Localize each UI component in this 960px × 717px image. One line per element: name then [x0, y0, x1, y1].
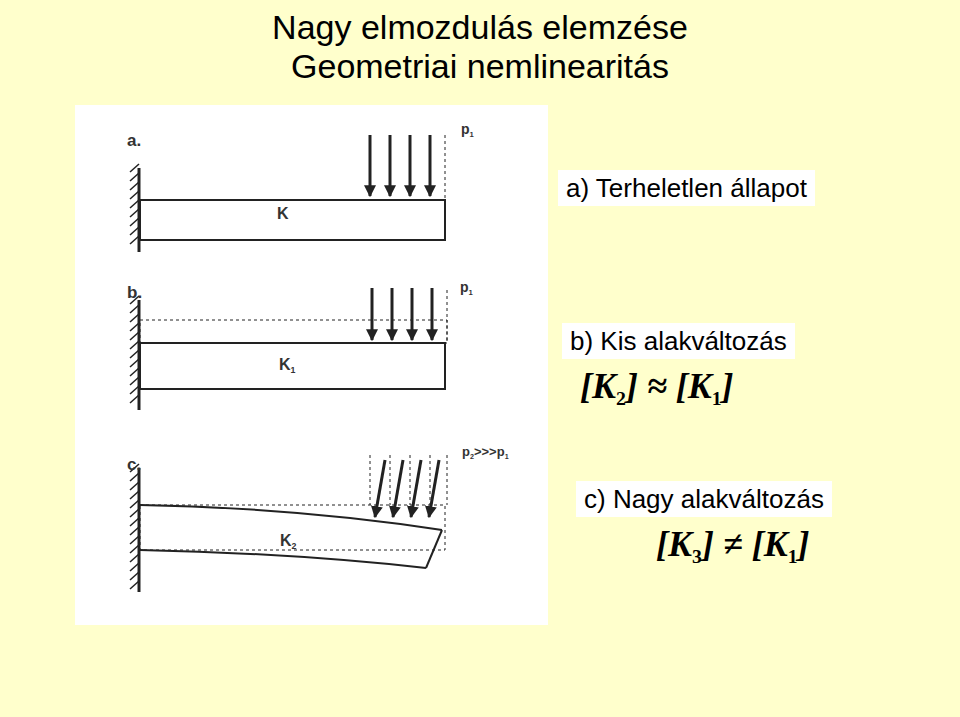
caption-box: a) Terheletlen állapot: [558, 170, 815, 206]
wall-hatch: [130, 359, 139, 367]
wall-hatch: [130, 164, 139, 172]
original-load: [390, 455, 391, 505]
original-load: [370, 455, 371, 505]
wall-hatch: [130, 227, 139, 235]
wall-hatch: [130, 173, 139, 181]
load-arrow: [375, 460, 385, 517]
load-arrow: [409, 135, 412, 196]
wall-hatch: [130, 500, 139, 508]
wall-hatch: [130, 368, 139, 376]
figure-label: p1: [461, 121, 474, 139]
original-load: [410, 455, 411, 505]
wall-hatch: [130, 314, 139, 322]
deformed-beam: [140, 550, 426, 568]
wall-hatch: [130, 209, 139, 217]
figure-label: K2: [280, 532, 296, 551]
wall-hatch: [130, 182, 139, 190]
wall-hatch: [130, 395, 139, 403]
load-arrow: [411, 288, 414, 340]
figure-label: p2>>>p1: [462, 444, 509, 461]
wall-hatch: [130, 323, 139, 331]
wall-hatch: [130, 509, 139, 517]
figure-label: c.: [127, 455, 141, 475]
original-load: [447, 455, 448, 505]
deformed-beam: [140, 505, 442, 530]
load-arrow: [393, 460, 403, 517]
caption-box: c) Nagy alakváltozás [K3] ≠ [K1]: [576, 481, 832, 579]
figure-label: K: [277, 205, 289, 223]
caption-text: a) Terheletlen állapot: [558, 170, 815, 206]
dashed-outline: [140, 320, 447, 343]
caption-box: b) Kis alakváltozás [K2] ≈ [K1]: [562, 323, 795, 421]
wall-hatch: [130, 572, 139, 580]
caption-text: b) Kis alakváltozás: [562, 323, 795, 359]
wall-hatch: [130, 341, 139, 349]
load-arrow: [391, 288, 394, 340]
guide-line: [445, 135, 446, 200]
figure-label: b.: [127, 283, 142, 303]
original-load: [430, 455, 431, 505]
load-arrow: [371, 288, 374, 340]
wall-hatch: [130, 518, 139, 526]
wall-hatch: [130, 191, 139, 199]
load-arrow: [431, 288, 434, 340]
image-panel: [75, 105, 548, 625]
figure-label: p1: [460, 279, 473, 297]
wall-hatch: [130, 581, 139, 589]
matrix-formula: [K2] ≈ [K1]: [562, 363, 795, 421]
wall-hatch: [130, 491, 139, 499]
wall-hatch: [130, 386, 139, 394]
wall-hatch: [130, 332, 139, 340]
wall-hatch: [130, 218, 139, 226]
slide-title: Nagy elmozdulás elemzése Geometriai neml…: [240, 8, 720, 86]
load-arrow: [389, 135, 392, 196]
wall-hatch: [130, 554, 139, 562]
matrix-formula: [K3] ≠ [K1]: [576, 521, 832, 579]
guide-line: [447, 290, 448, 343]
wall-hatch: [130, 473, 139, 481]
caption-text: c) Nagy alakváltozás: [576, 481, 832, 517]
load-arrow: [411, 460, 421, 517]
beam: [140, 343, 445, 389]
wall-hatch: [130, 377, 139, 385]
wall-hatch: [130, 482, 139, 490]
wall-hatch: [130, 527, 139, 535]
load-arrow: [369, 135, 372, 196]
deformed-beam: [426, 530, 442, 568]
wall-hatch: [130, 536, 139, 544]
load-arrow: [429, 135, 432, 196]
beam: [140, 200, 445, 240]
wall-hatch: [130, 545, 139, 553]
wall-hatch: [130, 200, 139, 208]
load-arrow: [429, 460, 439, 517]
figure-label: a.: [127, 131, 141, 151]
wall-hatch: [130, 563, 139, 571]
wall-hatch: [130, 350, 139, 358]
wall-hatch: [130, 236, 139, 244]
figure-label: K1: [279, 356, 295, 375]
wall-hatch: [130, 305, 139, 313]
